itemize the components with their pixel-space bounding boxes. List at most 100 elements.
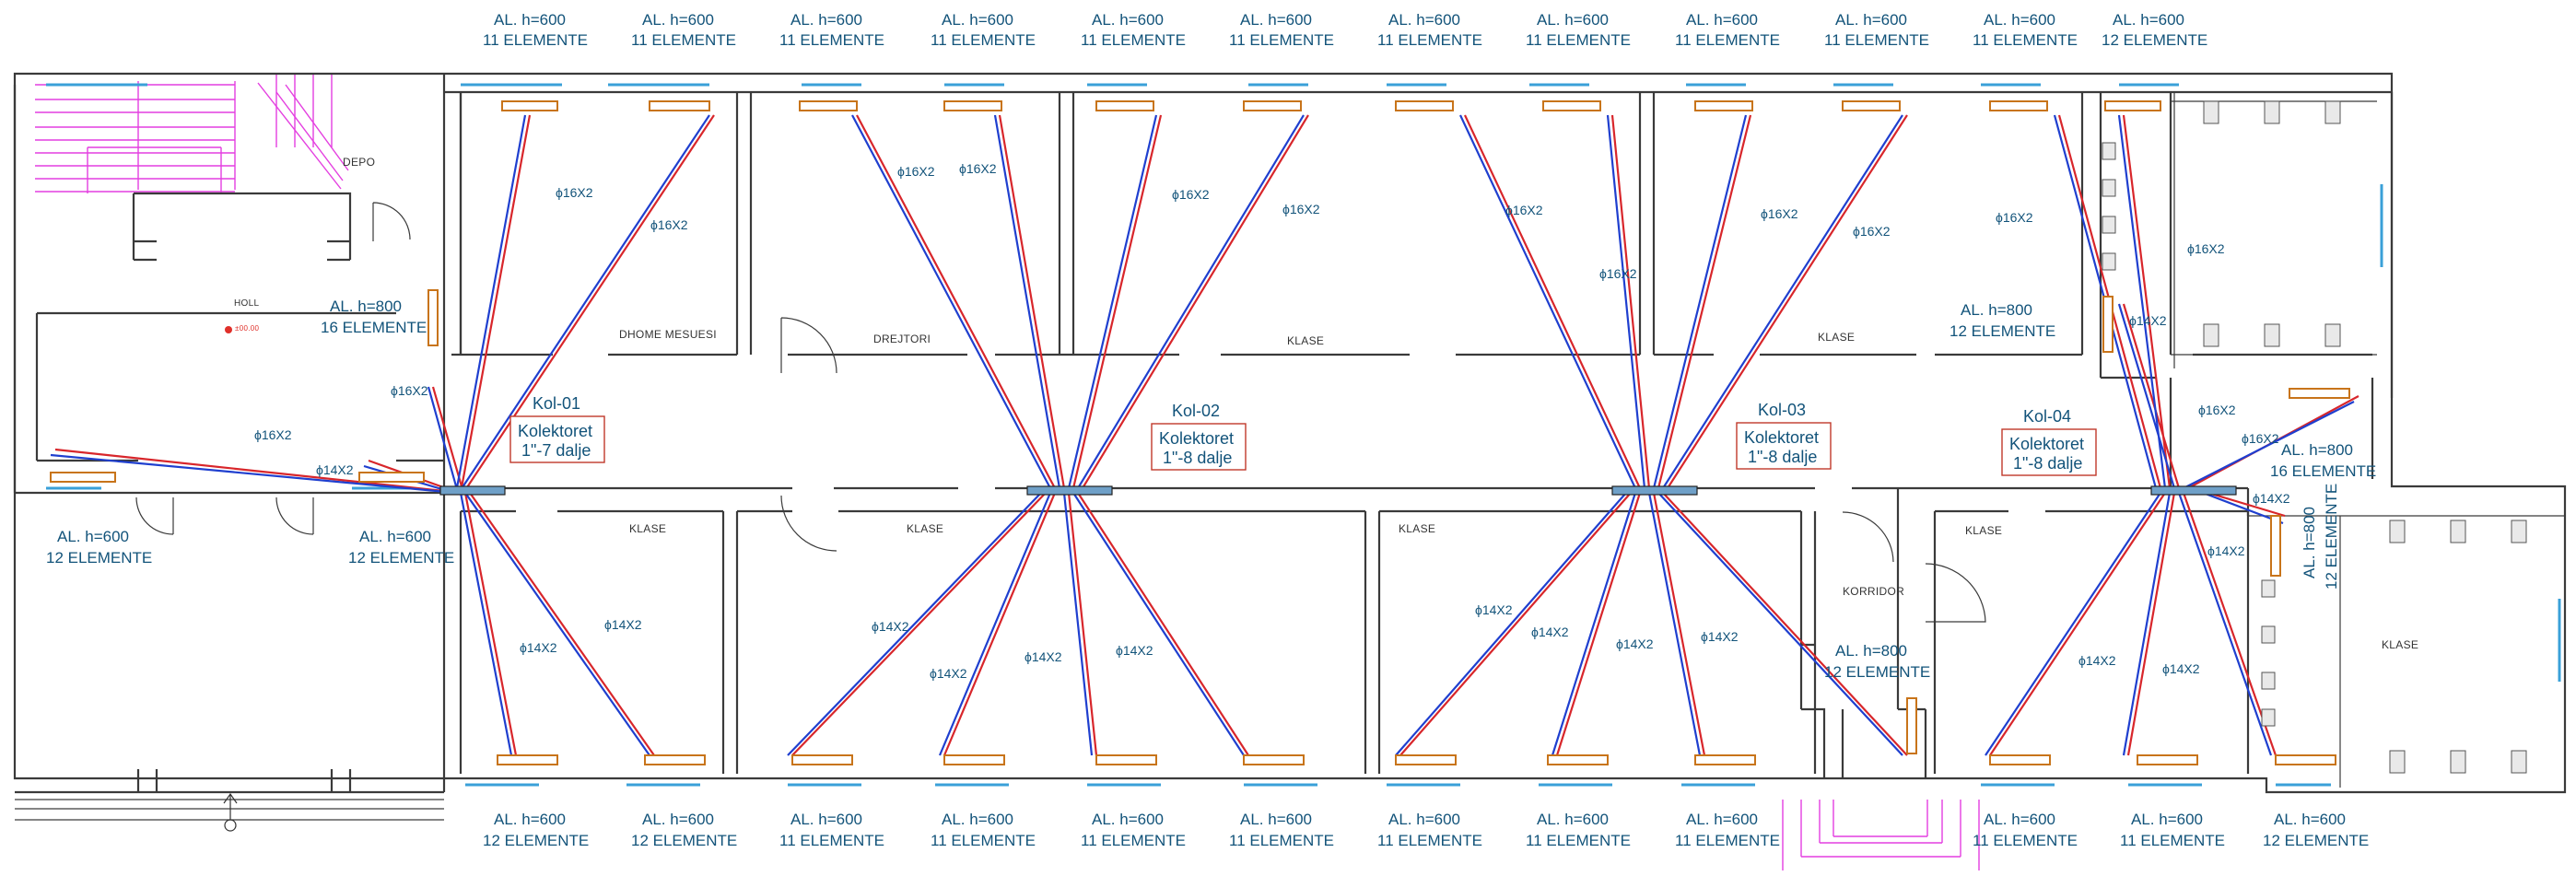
pipe-size-label: ϕ14X2 [1116, 643, 1153, 658]
radiator-elements: 11 ELEMENTE [779, 31, 884, 49]
radiator-height: AL. h=600 [1984, 11, 2055, 29]
radiator-elements: 11 ELEMENTE [1675, 31, 1780, 49]
radiator-elements: 11 ELEMENTE [1229, 832, 1334, 849]
pipe-size-label: ϕ16X2 [254, 427, 292, 442]
collector-labels: Kol-01 Kolektoret 1"-7 dalje Kol-02 Kole… [509, 394, 2097, 476]
radiator-height: AL. h=600 [1984, 811, 2055, 828]
radiator-height: AL. h=600 [2131, 811, 2203, 828]
radiator-elements: 11 ELEMENTE [483, 31, 588, 49]
radiator-elements: 11 ELEMENTE [1377, 31, 1482, 49]
radiator-elements: 11 ELEMENTE [1229, 31, 1334, 49]
collector-line2: 1"-8 dalje [1163, 449, 1232, 467]
radiator-elements: 11 ELEMENTE [1081, 832, 1186, 849]
radiator-elements: 11 ELEMENTE [2120, 832, 2225, 849]
room-label: DHOME MESUESI [619, 328, 717, 341]
pipe-size-label: ϕ16X2 [1996, 210, 2033, 225]
level-marker: ±00.00 [225, 324, 259, 333]
radiator-height: AL. h=600 [494, 811, 566, 828]
room-label: KLASE [1287, 334, 1324, 347]
pipe-size-label: ϕ14X2 [316, 462, 354, 477]
radiator-elements: 16 ELEMENTE [321, 319, 427, 336]
pipe-size-label: ϕ16X2 [1599, 266, 1637, 281]
radiator-elements: 16 ELEMENTE [2270, 462, 2376, 480]
pipe-size-label: ϕ14X2 [2129, 313, 2167, 328]
radiator-height: AL. h=600 [942, 811, 1013, 828]
room-label: DEPO [343, 156, 375, 169]
room-label: KLASE [1399, 522, 1435, 535]
radiator-elements: 12 ELEMENTE [2323, 484, 2340, 590]
radiator-elements: 11 ELEMENTE [1675, 832, 1780, 849]
pipe-size-label: ϕ16X2 [556, 185, 593, 200]
radiator-elements: 12 ELEMENTE [348, 549, 454, 566]
radiator-elements: 11 ELEMENTE [1526, 31, 1631, 49]
radiator-elements: 12 ELEMENTE [1950, 322, 2055, 340]
pipe-size-label: ϕ14X2 [1616, 637, 1654, 651]
pipe-size-label: ϕ14X2 [2162, 661, 2200, 676]
pipe-size-label: ϕ14X2 [520, 640, 557, 655]
wc-fixtures [2102, 100, 2527, 774]
radiator-height: AL. h=600 [2113, 11, 2184, 29]
radiator-height: AL. h=600 [359, 528, 431, 545]
manifold-kol-04 [2150, 485, 2237, 496]
radiator-elements: 11 ELEMENTE [1824, 31, 1929, 49]
room-label: KLASE [1965, 524, 2002, 537]
manifold-kol-03 [1611, 485, 1698, 496]
pipe-size-label: ϕ14X2 [1025, 649, 1062, 664]
radiators [50, 100, 2350, 765]
radiator-height: AL. h=800 [330, 298, 402, 315]
pipe-size-label: ϕ16X2 [2242, 431, 2279, 446]
pipe-size-label: ϕ14X2 [604, 617, 642, 632]
radiator-height: AL. h=600 [942, 11, 1013, 29]
walls [13, 72, 2567, 821]
radiator-height: AL. h=600 [1686, 11, 1758, 29]
radiator-height: AL. h=600 [1835, 11, 1907, 29]
room-label: KLASE [907, 522, 943, 535]
radiator-elements: 11 ELEMENTE [931, 31, 1036, 49]
radiator-height: AL. h=600 [1240, 811, 1312, 828]
radiator-labels-other: AL. h=800 16 ELEMENTE AL. h=600 12 ELEMENT… [46, 298, 2376, 681]
radiator-height: AL. h=800 [2281, 441, 2353, 459]
radiator-height: AL. h=600 [790, 811, 862, 828]
radiator-elements: 12 ELEMENTE [483, 832, 589, 849]
staircase [35, 74, 1980, 870]
radiator-height: AL. h=600 [57, 528, 129, 545]
radiator-height: AL. h=600 [1388, 11, 1460, 29]
pipe-size-label: ϕ14X2 [2078, 653, 2116, 668]
radiator-height: AL. h=600 [642, 11, 714, 29]
radiator-elements: 11 ELEMENTE [1081, 31, 1186, 49]
radiator-height: AL. h=600 [642, 811, 714, 828]
pipe-size-label: ϕ16X2 [897, 164, 935, 179]
room-label: KLASE [2382, 638, 2418, 651]
radiator-elements: 11 ELEMENTE [1973, 832, 2078, 849]
pipe-size-label: ϕ16X2 [2187, 241, 2225, 256]
pipe-size-label: ϕ14X2 [1701, 629, 1739, 644]
collector-name: Kol-02 [1172, 402, 1220, 420]
radiator-elements: 12 ELEMENTE [1824, 663, 1930, 681]
radiator-elements: 12 ELEMENTE [46, 549, 152, 566]
collector-name: Kol-04 [2023, 407, 2071, 426]
room-label: KORRIDOR [1843, 585, 1904, 598]
pipe-size-label: ϕ16X2 [2198, 403, 2236, 417]
radiator-elements: 12 ELEMENTE [631, 832, 737, 849]
collector-line2: 1"-8 dalje [2013, 454, 2082, 473]
pipe-size-label: ϕ16X2 [391, 383, 428, 398]
radiator-elements: 11 ELEMENTE [931, 832, 1036, 849]
radiator-height: AL. h=800 [1961, 301, 2032, 319]
collector-line1: Kolektoret [1744, 428, 1819, 447]
pipe-size-label: ϕ14X2 [2207, 543, 2245, 558]
radiator-elements: 11 ELEMENTE [1377, 832, 1482, 849]
radiator-height: AL. h=600 [1388, 811, 1460, 828]
radiator-height: AL. h=600 [494, 11, 566, 29]
manifold-kol-02 [1026, 485, 1113, 496]
collector-line1: Kolektoret [2009, 435, 2084, 453]
windows [46, 83, 2561, 787]
pipe-size-label: ϕ16X2 [650, 217, 688, 232]
radiator-height: AL. h=600 [790, 11, 862, 29]
collector-name: Kol-03 [1758, 401, 1806, 419]
pipe-size-label: ϕ16X2 [959, 161, 997, 176]
pipe-size-label: ϕ14X2 [872, 619, 909, 634]
collector-line2: 1"-7 dalje [521, 441, 591, 460]
radiator-height: AL. h=600 [1240, 11, 1312, 29]
radiator-labels-top: AL. h=600 11 ELEMENTE AL. h=600 11 ELEMENT… [483, 11, 2207, 49]
